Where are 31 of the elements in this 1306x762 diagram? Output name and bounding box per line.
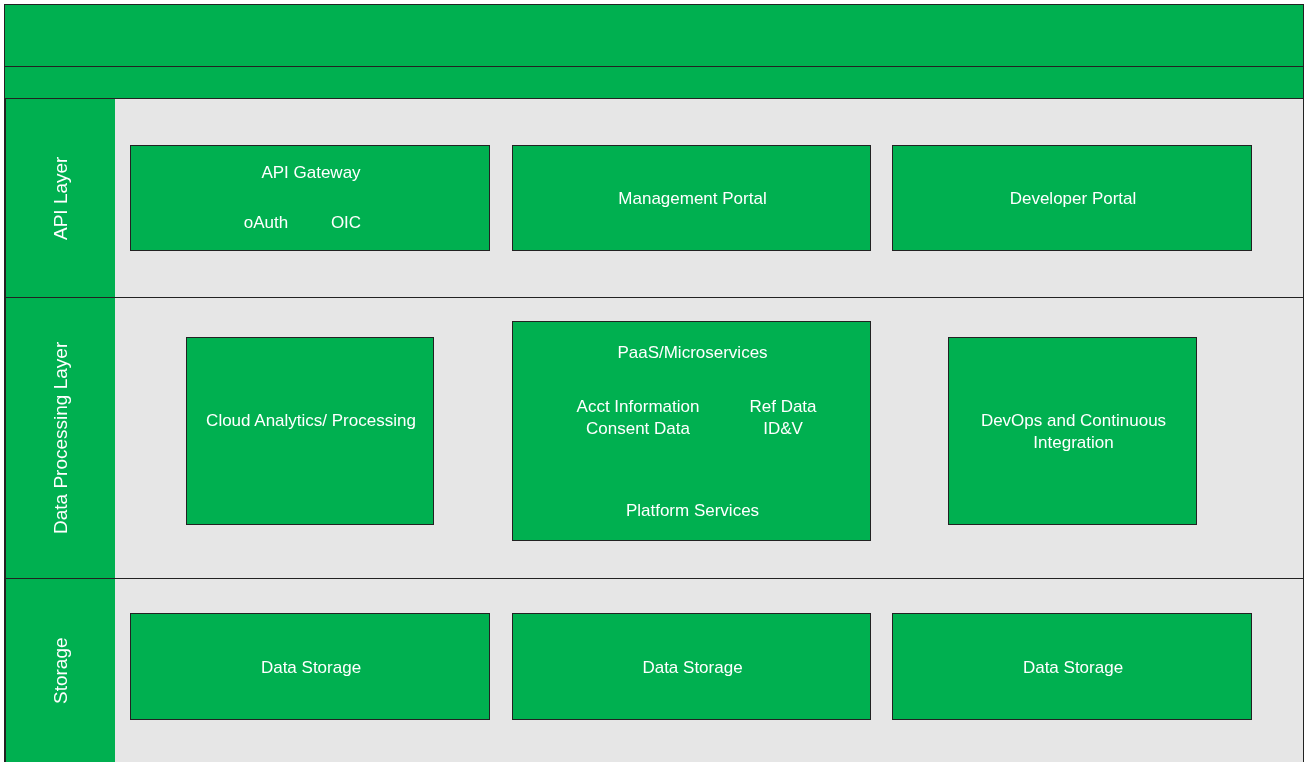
box-label: Data Storage bbox=[259, 657, 363, 679]
box-label: DevOps and Continuous Integration bbox=[979, 410, 1168, 454]
box-label: Ref Data ID&V bbox=[748, 396, 818, 440]
box-label: Cloud Analytics/ Processing bbox=[205, 410, 417, 432]
header-bar bbox=[4, 66, 1304, 99]
box-label: Management Portal bbox=[617, 188, 768, 210]
box-label: Data Storage bbox=[641, 657, 744, 679]
box-label: API Gateway bbox=[260, 162, 362, 184]
box-label: Data Storage bbox=[1021, 657, 1125, 679]
layer-title: Storage bbox=[5, 579, 115, 762]
box-label: OIC bbox=[329, 212, 363, 234]
layer-title: API Layer bbox=[5, 99, 115, 297]
box-label: Platform Services bbox=[624, 500, 761, 522]
box-label: Acct Information Consent Data bbox=[575, 396, 701, 440]
component-box bbox=[892, 613, 1252, 720]
header-bar bbox=[4, 4, 1304, 67]
component-box bbox=[512, 145, 871, 251]
component-box bbox=[186, 337, 434, 525]
component-box bbox=[948, 337, 1197, 525]
component-box bbox=[512, 321, 871, 541]
layer-band bbox=[4, 297, 1304, 579]
component-box bbox=[512, 613, 871, 720]
layer-band bbox=[4, 578, 1304, 762]
box-label: oAuth bbox=[242, 212, 290, 234]
layer-band bbox=[4, 98, 1304, 298]
box-label: Developer Portal bbox=[1008, 188, 1138, 210]
component-box bbox=[130, 613, 490, 720]
box-label: PaaS/Microservices bbox=[616, 342, 769, 364]
layer-title: Data Processing Layer bbox=[5, 298, 115, 578]
component-box bbox=[130, 145, 490, 251]
component-box bbox=[892, 145, 1252, 251]
